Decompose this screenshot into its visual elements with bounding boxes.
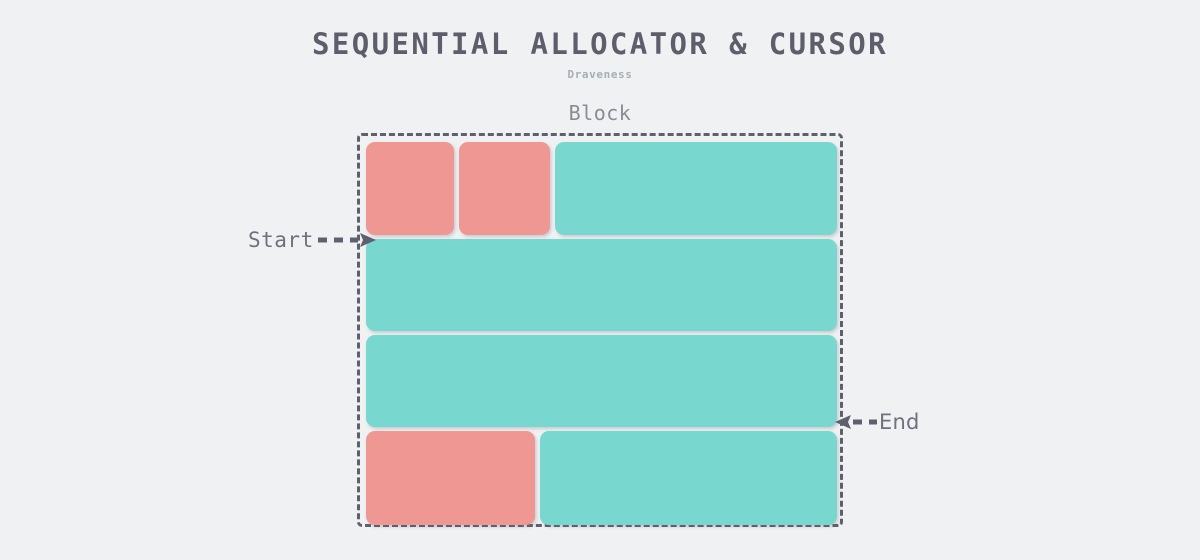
page-subtitle: Draveness <box>567 68 633 81</box>
cell-allocated-3 <box>366 431 535 525</box>
cell-free-2 <box>366 239 837 331</box>
memory-rows <box>366 142 837 525</box>
end-marker-label: End <box>879 410 920 434</box>
header: SEQUENTIAL ALLOCATOR & CURSOR Draveness <box>0 26 1200 82</box>
cell-free-1 <box>555 142 837 235</box>
row-4 <box>366 431 842 525</box>
start-marker: Start <box>248 228 380 252</box>
row-1 <box>366 142 842 235</box>
arrow-left-icon <box>833 410 879 434</box>
block-label: Block <box>568 101 632 125</box>
cell-free-4 <box>540 431 837 525</box>
cell-allocated-2 <box>459 142 550 235</box>
page-title: SEQUENTIAL ALLOCATOR & CURSOR <box>312 27 888 61</box>
row-2 <box>366 239 842 331</box>
start-marker-label: Start <box>248 228 314 252</box>
cell-allocated-1 <box>366 142 454 235</box>
end-marker: End <box>833 410 920 434</box>
cell-free-3 <box>366 335 837 427</box>
arrow-right-icon <box>314 228 380 252</box>
row-3 <box>366 335 842 427</box>
memory-block <box>357 133 843 527</box>
